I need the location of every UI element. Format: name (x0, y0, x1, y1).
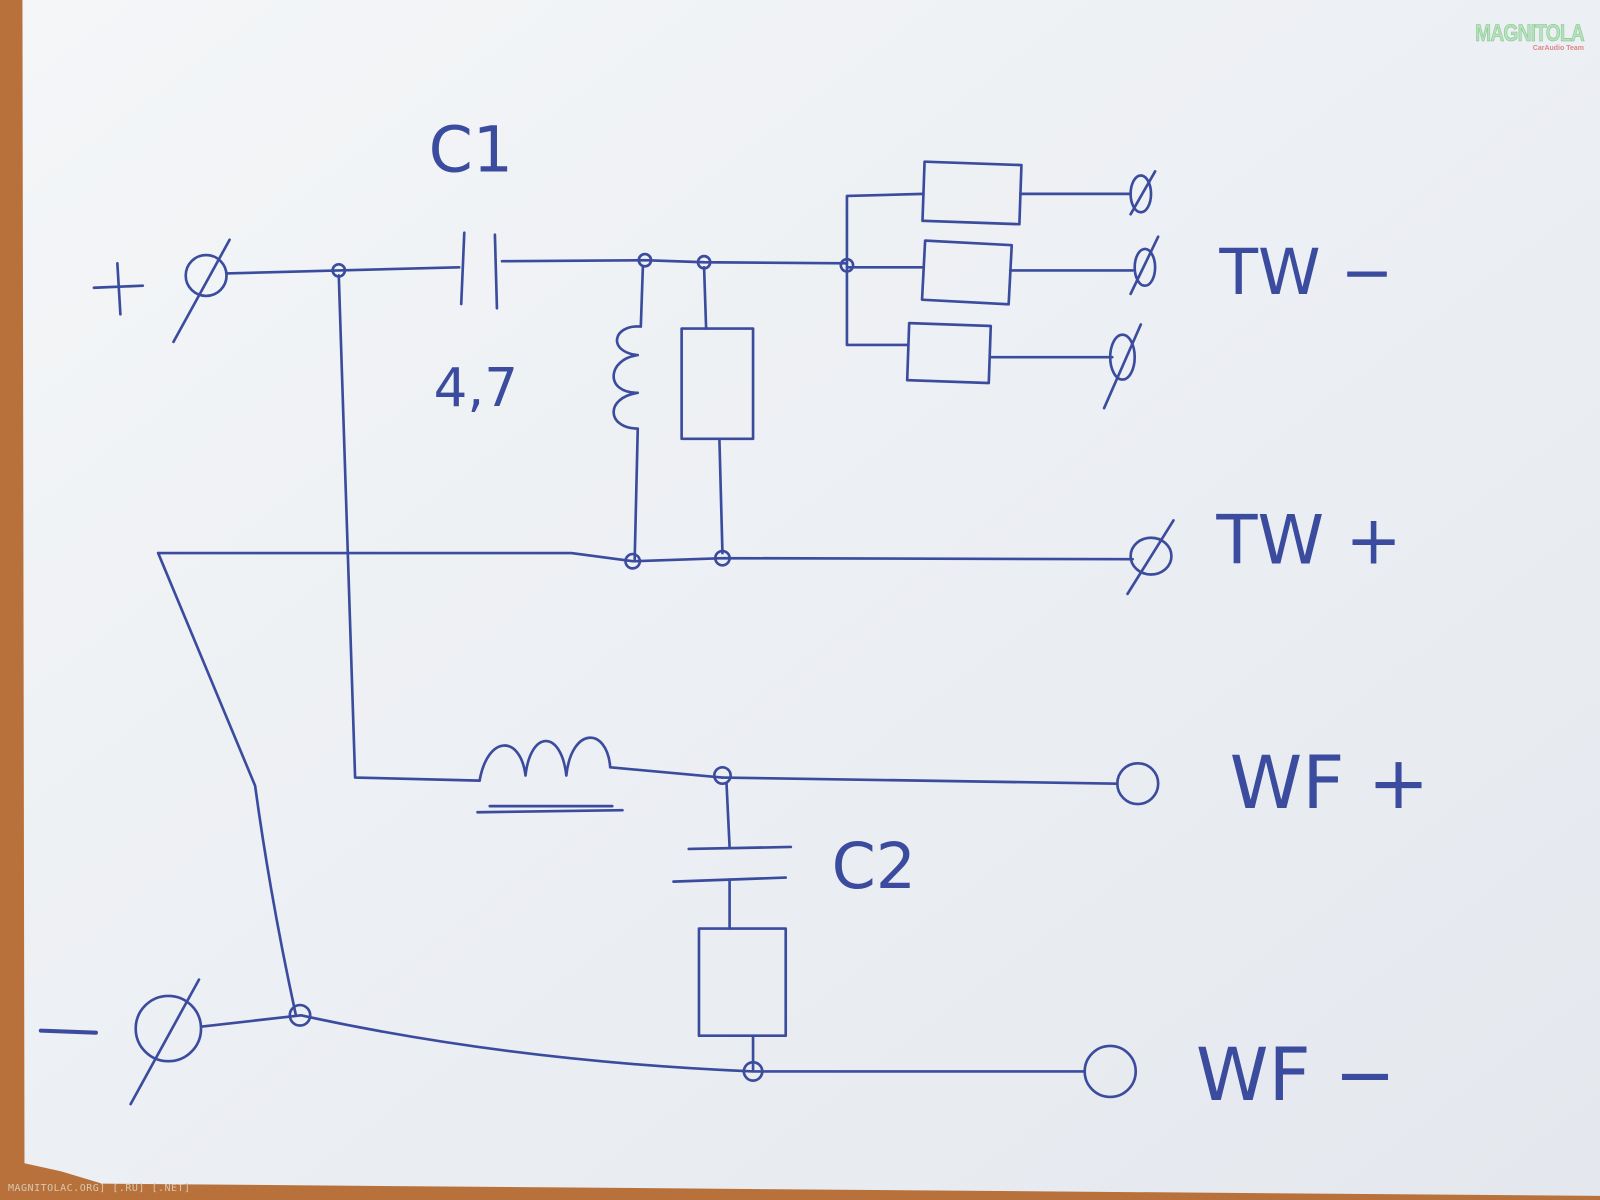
plus-terminal (92, 238, 231, 344)
node (637, 252, 653, 268)
label-c2: C2 (832, 829, 916, 903)
watermark: MAGNITOLAC.ORG] [.RU] [.NET] (8, 1183, 191, 1194)
resistor-3 (905, 321, 993, 385)
node (713, 549, 731, 567)
label-c1: C1 (429, 112, 513, 186)
logo-sub: CarAudio Team (1532, 45, 1584, 52)
inductor-core (476, 804, 624, 814)
resistor-woofer (697, 927, 788, 1038)
resistor-2 (920, 239, 1014, 306)
label-tw-minus: TW − (1218, 235, 1393, 309)
minus-terminal (38, 978, 203, 1106)
wire-plus-to-woofer (337, 274, 481, 782)
wire-minus (200, 1013, 1085, 1073)
wf-minus-terminal (1083, 1044, 1138, 1099)
logo-main: MAGNITOLA (1475, 20, 1585, 48)
label-wf-minus: WF − (1196, 1033, 1396, 1118)
wire-tw-plus (156, 551, 1134, 563)
wire (725, 782, 731, 849)
wf-plus-terminal (1116, 761, 1160, 806)
logo: MAGNITOLA CarAudio Team (1448, 20, 1585, 52)
paper-sheet (22, 0, 1600, 1196)
label-wf-plus: WF + (1230, 741, 1430, 826)
label-c1-value: 4,7 (434, 357, 518, 419)
node (288, 1003, 312, 1027)
inductor-woofer (478, 736, 724, 782)
wire-branch (845, 192, 925, 347)
tw-plus-terminal (1126, 519, 1175, 596)
resistor-tweeter (680, 327, 755, 441)
node (624, 552, 642, 570)
node (742, 1060, 764, 1082)
wire-minus-diagonal (156, 551, 298, 1017)
label-tw-plus: TW + (1215, 500, 1402, 579)
wire (702, 266, 724, 555)
wire-c1-to-branch (500, 258, 849, 265)
tweeter-terminals (1102, 170, 1160, 410)
capacitor-c1 (459, 231, 499, 310)
inductor-tweeter (612, 266, 645, 561)
wire-plus-to-c1 (225, 266, 461, 275)
wire (988, 192, 1134, 359)
node (712, 766, 732, 785)
wire-wf-plus (721, 776, 1119, 786)
